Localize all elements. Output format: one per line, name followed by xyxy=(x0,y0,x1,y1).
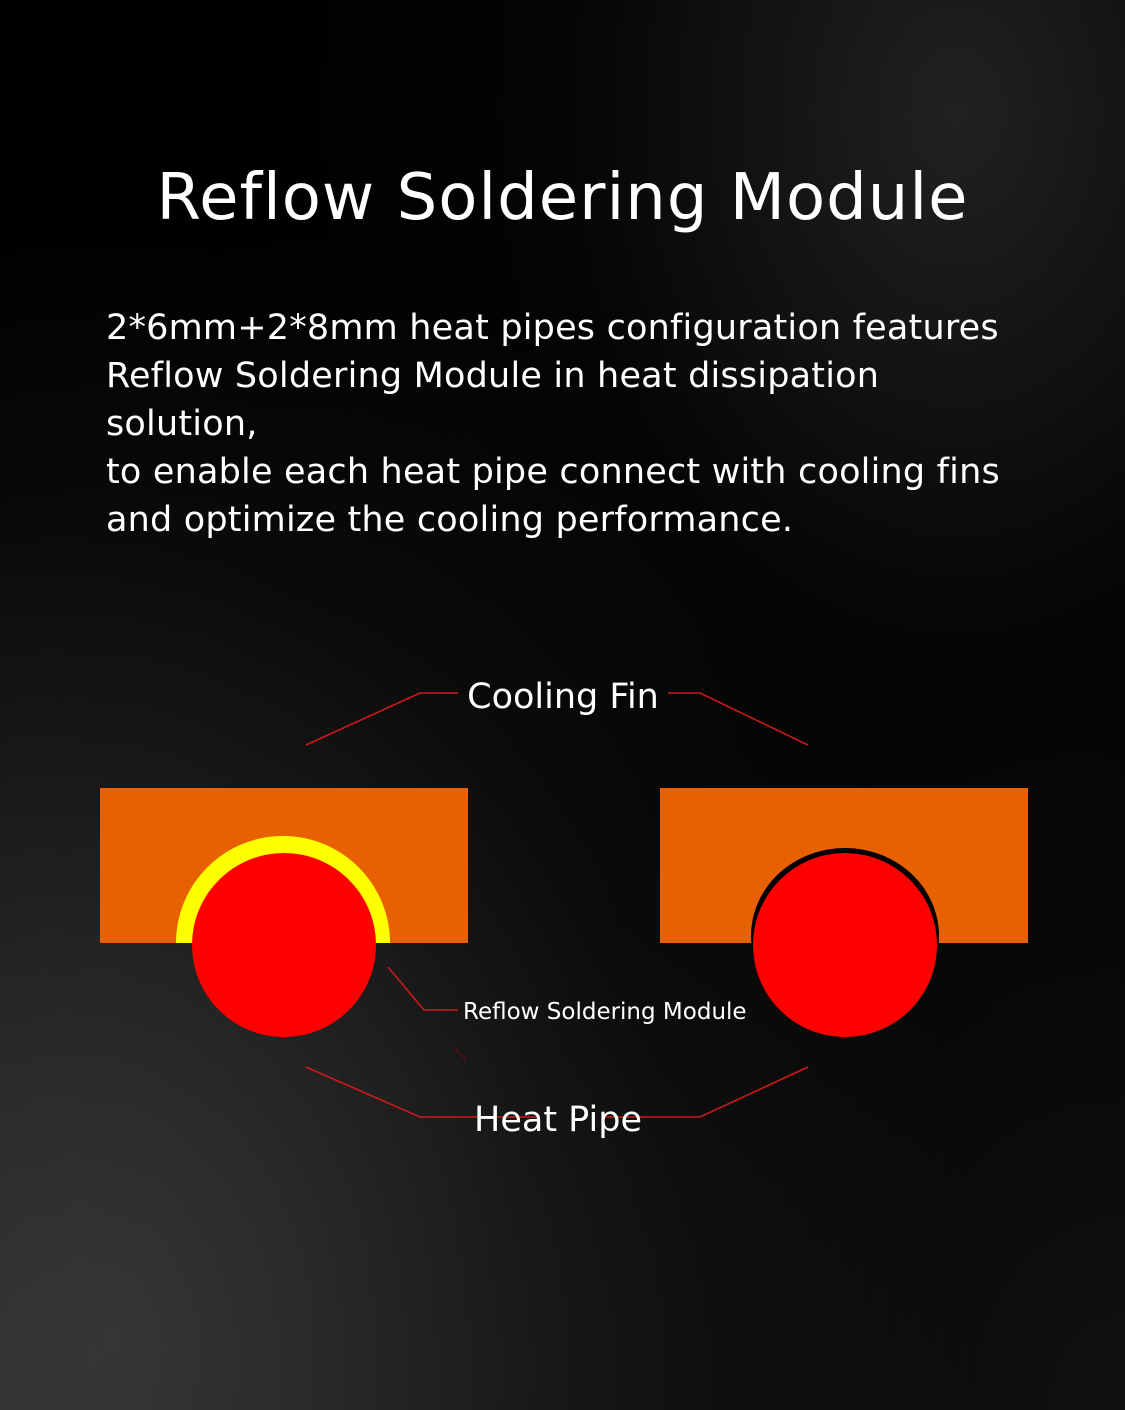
reflow-module-label: Reflow Soldering Module xyxy=(463,999,747,1025)
description-line-2: Reflow Soldering Module in heat dissipat… xyxy=(106,356,880,396)
heat-pipe-leader-left xyxy=(305,1066,540,1118)
description-text: 2*6mm+2*8mm heat pipes configuration fea… xyxy=(106,304,1066,544)
cooling-fin-leader-left xyxy=(305,692,458,746)
reflow-module-leader-tail xyxy=(454,1047,467,1061)
description-line-3: solution, xyxy=(106,404,258,444)
description-line-4: to enable each heat pipe connect with co… xyxy=(106,452,1000,492)
heat-pipe-leader-right xyxy=(606,1066,809,1118)
heat-pipe-right xyxy=(753,853,937,1037)
heat-pipe-label: Heat Pipe xyxy=(474,1100,642,1140)
reflow-module-leader xyxy=(387,966,458,1011)
page-title: Reflow Soldering Module xyxy=(156,161,969,235)
description-line-1: 2*6mm+2*8mm heat pipes configuration fea… xyxy=(106,308,999,348)
cooling-fin-leader-right xyxy=(668,692,809,746)
cooling-fin-label: Cooling Fin xyxy=(467,677,659,717)
heat-pipe-left xyxy=(192,853,376,1037)
description-line-5: and optimize the cooling performance. xyxy=(106,500,794,540)
